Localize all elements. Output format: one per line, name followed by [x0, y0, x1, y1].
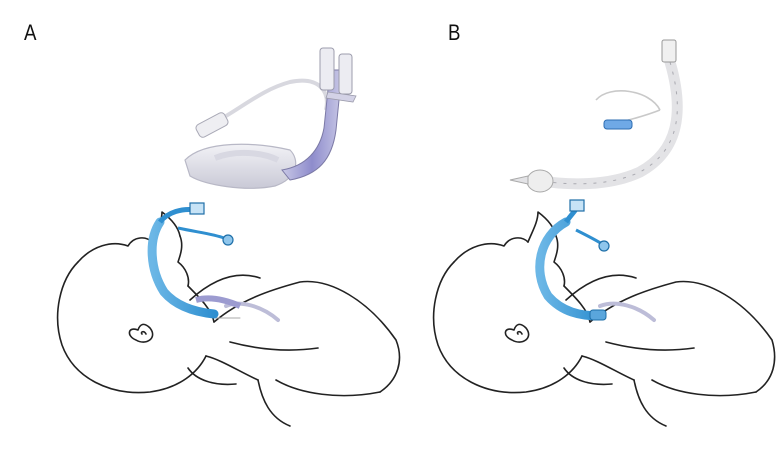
lma-tube-in-airway [147, 202, 242, 319]
panel-label-b: B [448, 20, 461, 45]
panel-label-a: A [24, 20, 37, 45]
et-tube-photo [509, 39, 683, 193]
lma-device-photo [184, 47, 357, 189]
et-tube-in-airway [535, 199, 610, 321]
